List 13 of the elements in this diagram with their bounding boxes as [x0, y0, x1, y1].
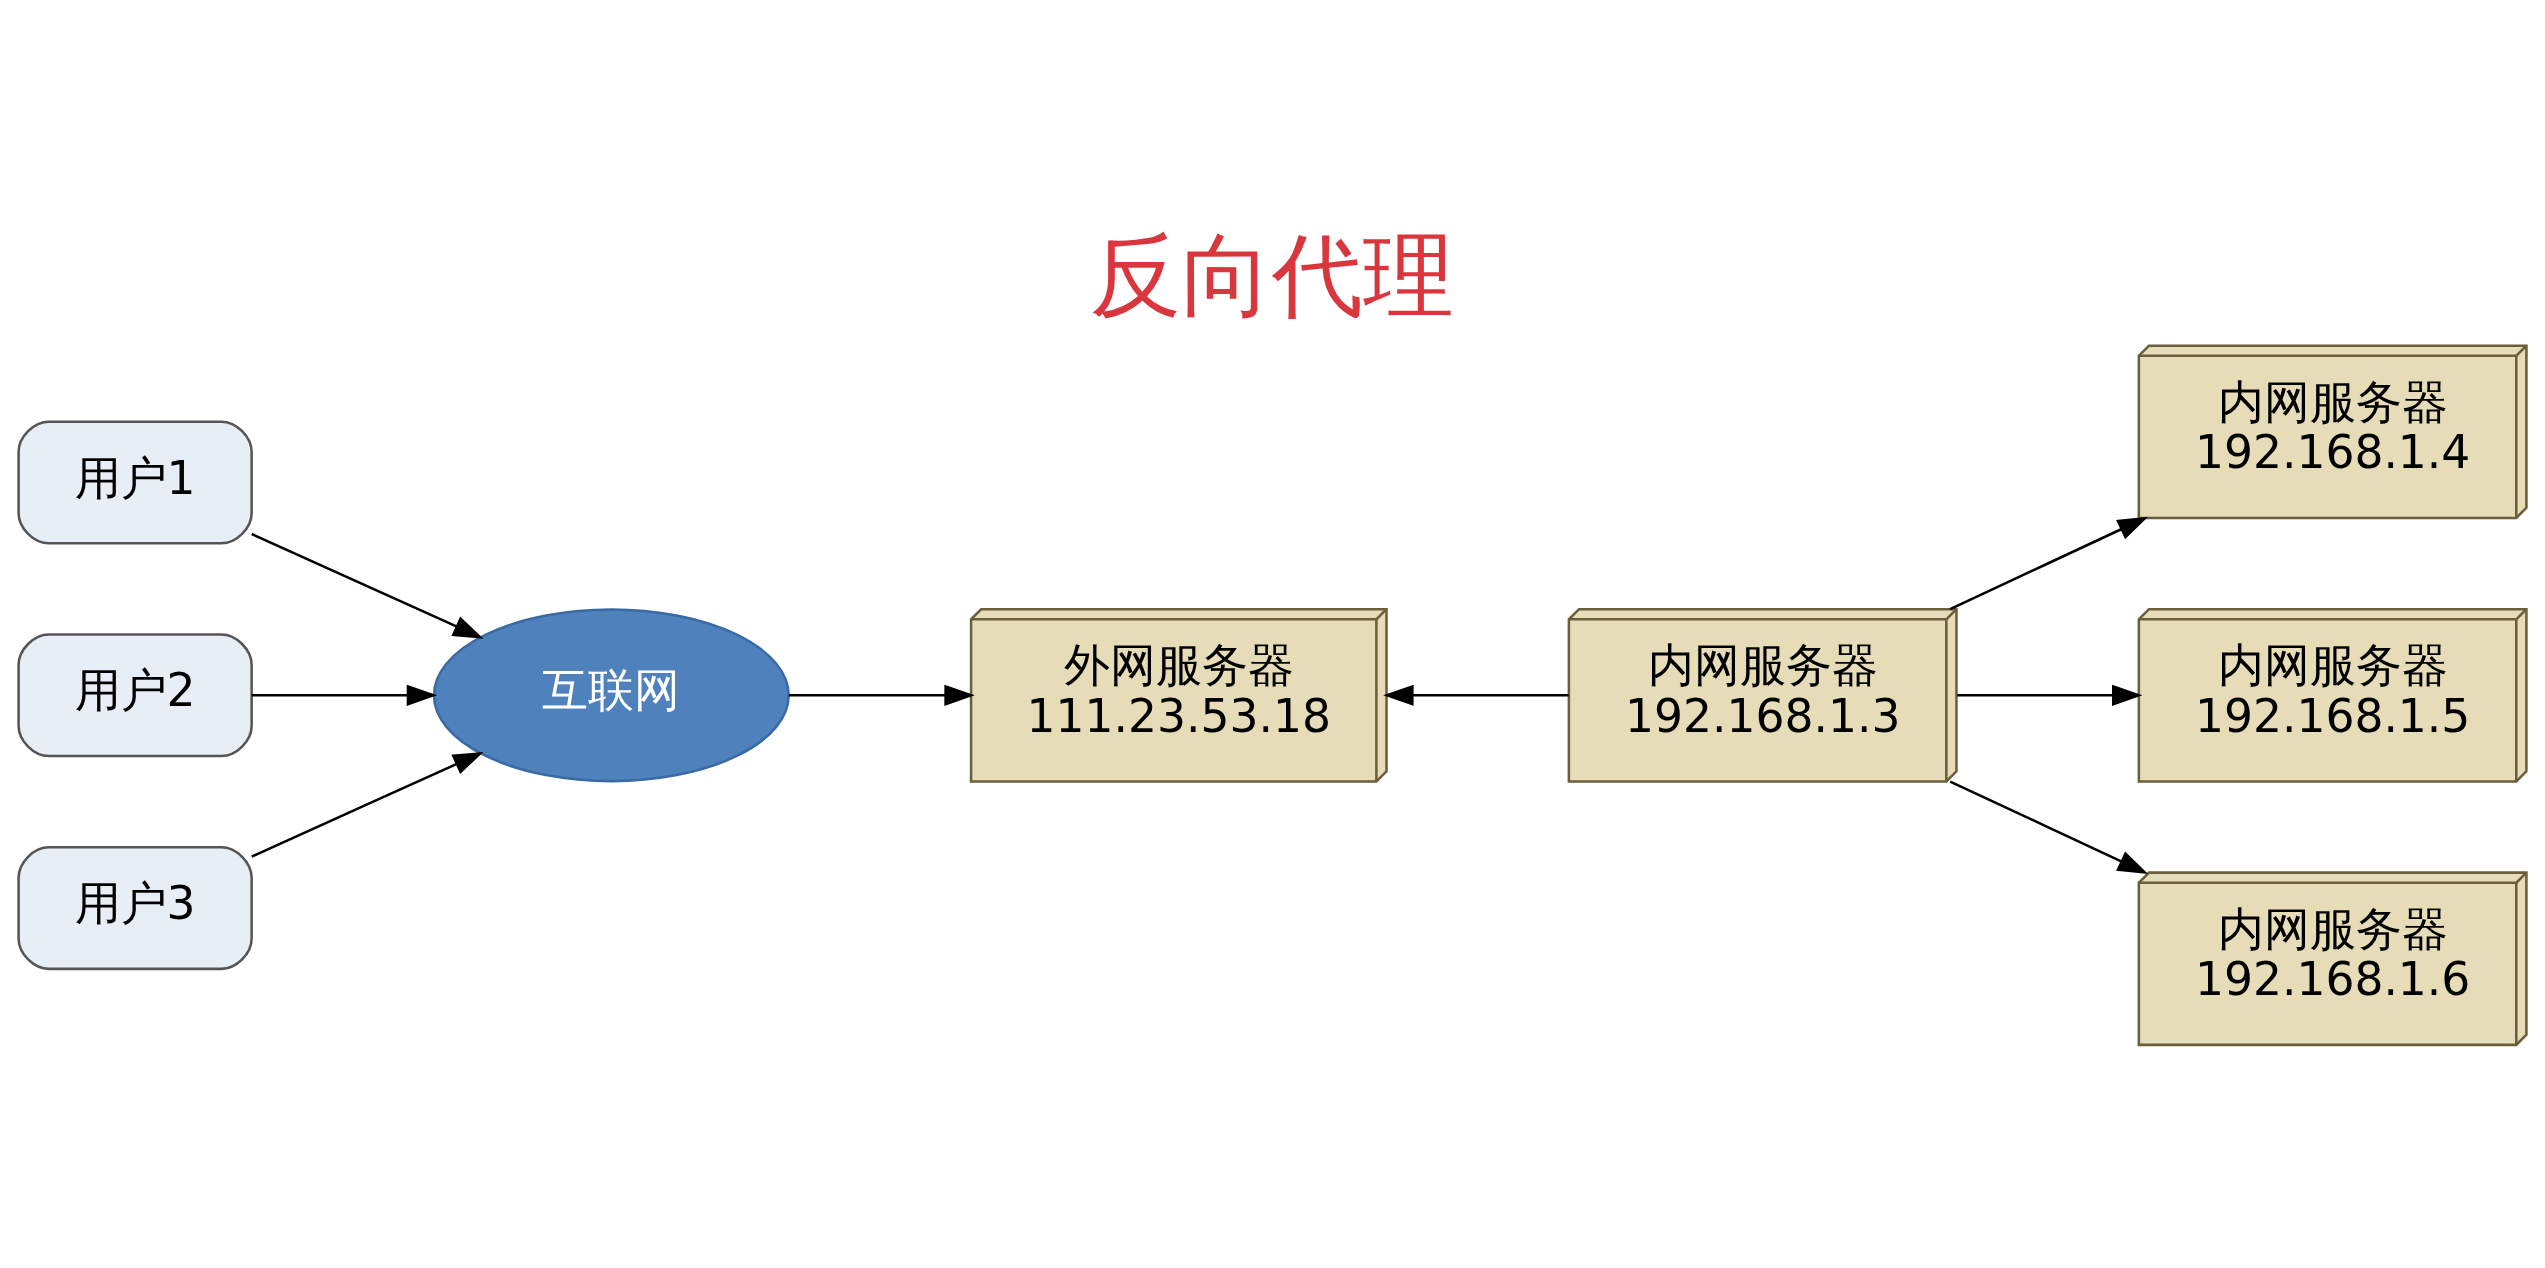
- arrow: [1949, 516, 2149, 610]
- arrow: [788, 684, 975, 706]
- arrow: [251, 751, 484, 858]
- node-ellipse: 互联网: [432, 607, 790, 782]
- arrow: [1383, 684, 1569, 706]
- arrow: [1949, 779, 2149, 874]
- node-box: 用户2: [17, 632, 253, 757]
- node-box: 用户1: [17, 419, 253, 545]
- arrow: [251, 684, 438, 706]
- node-box: 用户3: [17, 845, 253, 970]
- diagram-title: 反向代理: [1090, 221, 1455, 329]
- arrow: [1957, 684, 2143, 706]
- arrow: [251, 532, 484, 639]
